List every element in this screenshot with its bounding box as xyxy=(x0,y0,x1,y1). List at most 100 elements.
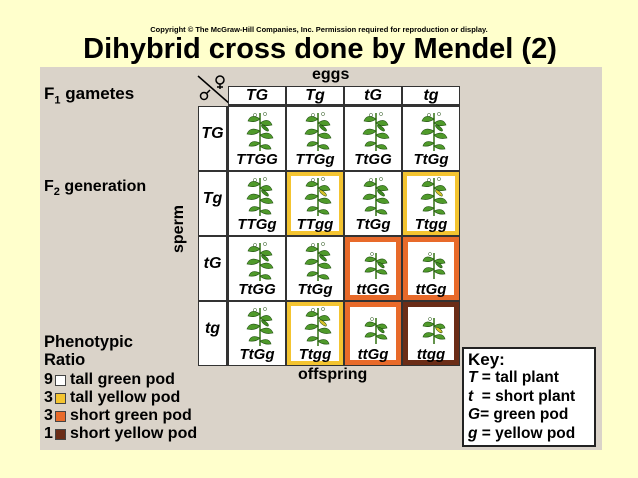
offspring-cell: TTgg xyxy=(286,171,344,236)
pea-plant-icon xyxy=(420,112,448,151)
offspring-cell: ttGG xyxy=(344,236,402,301)
genotype-label: TtGg xyxy=(355,216,391,233)
genotype-label: Ttgg xyxy=(298,346,332,363)
genotype-label: TtGg xyxy=(239,346,275,363)
key-symbol: T xyxy=(468,369,478,386)
sperm-gamete: Tg xyxy=(198,171,228,236)
ratio-count: 3 xyxy=(44,389,53,406)
offspring-cell: TtGg xyxy=(228,301,286,366)
sperm-gamete-header: TG Tg tG tg xyxy=(198,106,228,366)
genotype-label: ttGg xyxy=(415,281,447,298)
pea-plant-icon xyxy=(304,112,332,151)
genotype-label: TtGG xyxy=(354,151,392,168)
ratio-swatch xyxy=(55,428,66,440)
offspring-cell: Ttgg xyxy=(286,301,344,366)
genotype-label: TTGg xyxy=(237,216,277,233)
egg-gamete: tG xyxy=(344,86,402,106)
ratio-count: 3 xyxy=(44,407,53,424)
key-title: Key: xyxy=(468,350,505,369)
offspring-cell: TtGg xyxy=(402,106,460,171)
offspring-cell: ttgg xyxy=(402,301,460,366)
pea-plant-icon xyxy=(422,252,446,279)
genotype-label: TTGg xyxy=(295,151,335,168)
key-text: = green pod xyxy=(480,406,569,423)
pea-plant-icon xyxy=(362,112,390,151)
genotype-label: TtGg xyxy=(413,151,449,168)
ratio-item: 3 short green pod xyxy=(44,407,197,425)
pea-plant-icon xyxy=(246,242,274,281)
genotype-label: TtGG xyxy=(238,281,276,298)
ratio-count: 9 xyxy=(44,371,53,388)
page-title: Dihybrid cross done by Mendel (2) xyxy=(83,33,557,65)
offspring-cell: ttGg xyxy=(344,301,402,366)
egg-gamete-header: TG Tg tG tg xyxy=(228,86,460,106)
pea-plant-icon xyxy=(362,177,390,216)
egg-gamete: tg xyxy=(402,86,460,106)
ratio-count: 1 xyxy=(44,425,53,442)
sperm-label: sperm xyxy=(170,204,187,253)
genotype-label: ttgg xyxy=(416,346,446,363)
offspring-cell: ttGg xyxy=(402,236,460,301)
key-symbol: G xyxy=(468,406,481,423)
offspring-cell: TtGG xyxy=(344,106,402,171)
ratio-item: 3 tall yellow pod xyxy=(44,389,197,407)
offspring-cell: Ttgg xyxy=(402,171,460,236)
pea-plant-icon xyxy=(304,177,332,216)
f2-generation-label: F2 generation xyxy=(44,178,147,199)
ratio-swatch xyxy=(55,392,66,404)
pea-plant-icon xyxy=(364,252,388,279)
offspring-cells: TTGG TTGg TtGG xyxy=(228,106,460,366)
ratio-swatch xyxy=(55,374,66,386)
egg-gamete: Tg xyxy=(286,86,344,106)
key-item: T = tall plant xyxy=(468,369,590,388)
offspring-cell: TtGG xyxy=(228,236,286,301)
egg-gamete: TG xyxy=(228,86,286,106)
key-item: g = yellow pod xyxy=(468,425,590,444)
ratio-label: short yellow pod xyxy=(70,425,198,442)
sperm-gamete: tg xyxy=(198,301,228,366)
offspring-cell: TtGg xyxy=(286,236,344,301)
offspring-cell: TTGg xyxy=(228,171,286,236)
pea-plant-icon xyxy=(422,317,446,344)
pea-plant-icon xyxy=(246,177,274,216)
copyright-notice: Copyright © The McGraw-Hill Companies, I… xyxy=(150,25,488,34)
pea-plant-icon xyxy=(246,112,274,151)
key-item: G= green pod xyxy=(468,406,590,425)
offspring-cell: TtGg xyxy=(344,171,402,236)
genotype-label: TTGG xyxy=(236,151,278,168)
punnett-square: TG Tg tG tg TG Tg tG tg TTGG xyxy=(198,86,460,366)
offspring-cell: TTGg xyxy=(286,106,344,171)
f1-gametes-label: F1 gametes xyxy=(44,84,135,107)
ratio-item: 1 short yellow pod xyxy=(44,425,197,443)
key-text: = short plant xyxy=(473,387,576,405)
sperm-gamete: tG xyxy=(198,236,228,301)
phenotypic-ratio-label: Phenotypic Ratio xyxy=(44,333,133,369)
pea-plant-icon xyxy=(246,307,274,346)
pea-plant-icon xyxy=(304,242,332,281)
key-symbol: g xyxy=(468,424,478,442)
genotype-label: ttGg xyxy=(357,346,389,363)
male-female-icon xyxy=(197,75,231,105)
offspring-label: offspring xyxy=(298,366,368,383)
ratio-label: tall green pod xyxy=(70,371,175,388)
ratio-label: short green pod xyxy=(70,407,192,424)
ratio-item: 9 tall green pod xyxy=(44,371,197,389)
key-text: = yellow pod xyxy=(477,424,576,442)
key-symbol: t xyxy=(468,387,474,405)
genotype-label: TtGg xyxy=(297,281,333,298)
genotype-label: Ttgg xyxy=(414,216,448,233)
offspring-cell: TTGG xyxy=(228,106,286,171)
genotype-label: ttGG xyxy=(356,281,390,298)
pea-plant-icon xyxy=(420,177,448,216)
genotype-label: TTgg xyxy=(296,216,334,233)
key-text: = tall plant xyxy=(477,369,559,386)
pea-plant-icon xyxy=(364,317,388,344)
sperm-gamete: TG xyxy=(198,106,228,171)
eggs-label: eggs xyxy=(312,66,350,83)
ratio-swatch xyxy=(55,410,66,422)
pea-plant-icon xyxy=(304,307,332,346)
ratio-label: tall yellow pod xyxy=(70,389,181,406)
key-item: t = short plant xyxy=(468,388,590,407)
